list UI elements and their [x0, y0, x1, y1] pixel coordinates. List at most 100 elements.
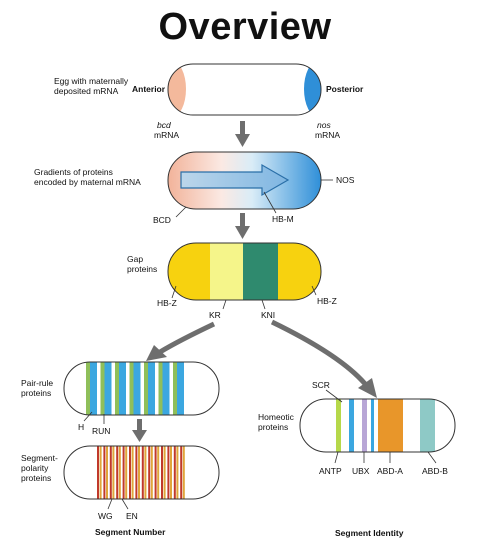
anterior-bcd-mrna-region: [168, 64, 186, 115]
kr-label: KR: [209, 310, 221, 320]
pair-rule-stripe-h: [86, 362, 90, 415]
wg-stripe: [135, 446, 138, 499]
ubx-blue-stripe: [371, 399, 374, 452]
page-title: Overview: [158, 6, 332, 48]
abd-b-label: ABD-B: [422, 466, 448, 476]
pair-rule-stripe-run: [148, 362, 155, 415]
egg-stage-5-segment-polarity: [63, 445, 220, 500]
wg-stripe: [148, 446, 151, 499]
nos-gene-label: nos: [317, 120, 331, 130]
egg-caption: Egg with maternally deposited mRNA: [54, 76, 129, 96]
down-arrow-3: [132, 419, 147, 442]
en-stripe: [144, 446, 147, 499]
arrow-to-pair-rule: [146, 321, 216, 361]
antp-leader: [334, 451, 339, 464]
pair-rule-stripe-run: [119, 362, 126, 415]
en-stripe: [125, 446, 128, 499]
pair-rule-stripe-run: [104, 362, 112, 415]
kni-leader: [261, 299, 266, 310]
wg-stripe: [180, 446, 183, 499]
wg-stripe: [167, 446, 170, 499]
pair-rule-stripe-h: [173, 362, 177, 415]
antp-label: ANTP: [319, 466, 342, 476]
kr-leader: [222, 299, 227, 310]
ubx-label: UBX: [352, 466, 370, 476]
egg-stage-2: [167, 151, 322, 210]
en-leader: [121, 498, 129, 510]
hb-z-right-label: HB-Z: [317, 296, 337, 306]
bcd-leader-line: [175, 206, 187, 218]
en-stripe: [112, 446, 115, 499]
pair-rule-stripe-h: [144, 362, 148, 415]
segment-number-label: Segment Number: [95, 527, 166, 537]
en-stripe: [99, 446, 102, 499]
en-stripe: [157, 446, 160, 499]
wg-stripe: [103, 446, 106, 499]
en-stripe: [176, 446, 179, 499]
kni-label: KNI: [261, 310, 276, 320]
abdb-leader: [427, 451, 437, 464]
hbz-right-leader: [311, 285, 317, 296]
h-leader: [83, 411, 93, 422]
nos-protein-label: NOS: [336, 175, 355, 185]
homeotic-caption: Homeotic proteins: [258, 412, 294, 432]
bcd-mrna-label: mRNA: [154, 130, 180, 140]
scr-label: SCR: [312, 380, 330, 390]
pair-rule-caption: Pair-rule proteins: [21, 378, 54, 398]
wg-stripe: [173, 446, 176, 499]
en-stripe: [170, 446, 172, 499]
hbm-leader-line: [263, 191, 277, 214]
wg-stripe: [122, 446, 125, 499]
wg-stripe: [109, 446, 112, 499]
arrow-to-homeotic: [270, 319, 377, 398]
antp-stripe: [336, 399, 341, 452]
down-arrow-2: [235, 213, 250, 239]
wg-leader: [107, 498, 113, 510]
wg-stripe: [141, 446, 144, 499]
pair-rule-stripe-run: [162, 362, 170, 415]
segment-identity-label: Segment Identity: [335, 528, 404, 538]
h-label: H: [78, 422, 85, 432]
posterior-label: Posterior: [326, 84, 364, 94]
pair-rule-stripe-run: [90, 362, 97, 415]
gradient-caption: Gradients of proteins encoded by materna…: [34, 167, 141, 187]
hbz-left-leader: [171, 285, 177, 299]
egg-stage-1: [167, 63, 322, 116]
pair-rule-stripe-run: [133, 362, 141, 415]
kr-band: [210, 243, 243, 300]
egg-stage-4-pair-rule: [63, 361, 220, 416]
ubx-stripe: [362, 399, 367, 452]
en-label: EN: [126, 511, 138, 521]
gradient-arrow: [180, 163, 290, 197]
bcd-protein-label: BCD: [153, 215, 171, 225]
wg-stripe: [129, 446, 131, 499]
en-stripe: [118, 446, 121, 499]
segment-polarity-caption: Segment- polarity proteins: [21, 453, 58, 483]
abd-a-label: ABD-A: [377, 466, 403, 476]
en-stripe: [182, 446, 185, 499]
abd-a-band: [378, 399, 403, 452]
down-arrow-1: [235, 121, 250, 147]
en-stripe: [131, 446, 134, 499]
egg-stage-3-gap: [167, 242, 322, 301]
hb-m-label: HB-M: [272, 214, 294, 224]
wg-stripe: [161, 446, 163, 499]
kni-band: [243, 243, 278, 300]
scr-stripe: [349, 399, 354, 452]
wg-stripe: [116, 446, 119, 499]
hb-z-left-label: HB-Z: [157, 298, 177, 308]
pair-rule-stripe-h: [129, 362, 134, 415]
pair-rule-stripe-h: [158, 362, 163, 415]
wg-label: WG: [98, 511, 113, 521]
wg-stripe: [154, 446, 157, 499]
bcd-gene-label: bcd: [157, 120, 171, 130]
run-label: RUN: [92, 426, 111, 436]
en-stripe: [138, 446, 140, 499]
en-stripe: [150, 446, 153, 499]
anterior-label: Anterior: [132, 84, 166, 94]
abd-b-band: [420, 399, 435, 452]
pair-rule-stripe-h: [100, 362, 105, 415]
egg-homeotic: [299, 398, 456, 453]
en-stripe: [163, 446, 166, 499]
